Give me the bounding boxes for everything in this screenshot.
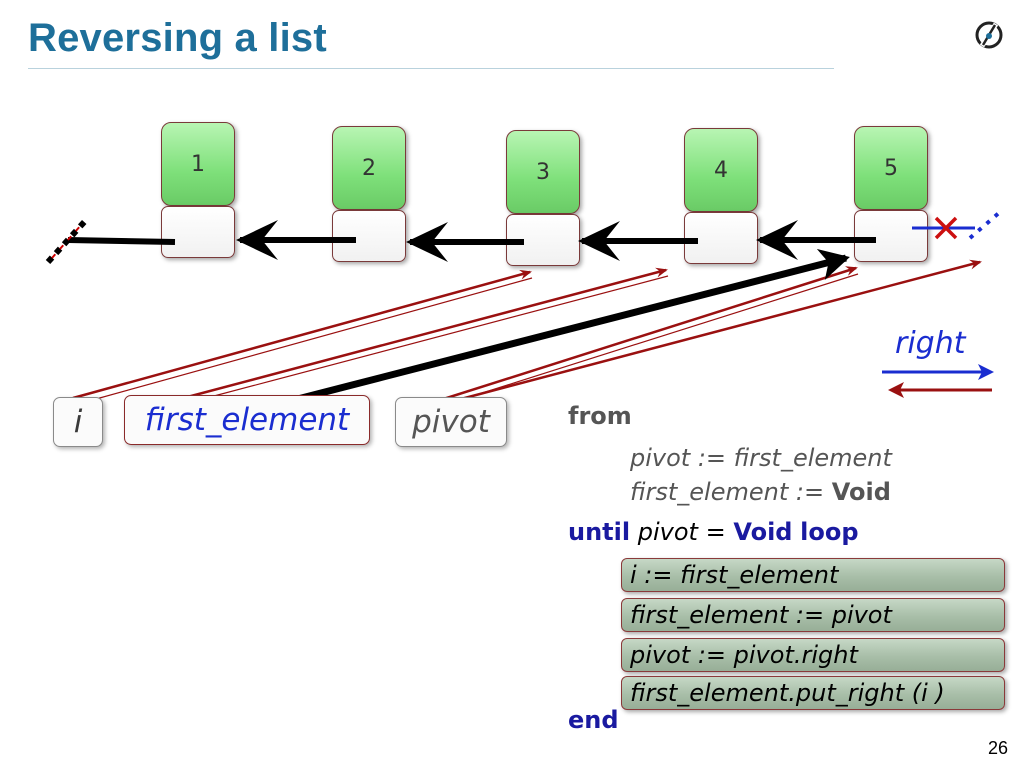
code-from-line-2: first_element := Void: [630, 478, 891, 506]
node-1-value: 1: [161, 122, 235, 206]
code-until-line: until pivot = Void loop: [568, 518, 859, 546]
code-until-expr: pivot =: [637, 518, 726, 546]
loop-statement-3: pivot := pivot.right: [621, 638, 1005, 672]
first-element-arrow: [285, 248, 850, 406]
loop-statement-4: first_element.put_right (i ): [621, 676, 1005, 710]
code-until-void: Void: [733, 518, 793, 546]
node-3-ref: [506, 214, 580, 266]
code-from-line-2-expr: first_element :=: [630, 478, 825, 506]
code-from-keyword: from: [568, 402, 632, 430]
code-loop-keyword: loop: [800, 518, 859, 546]
variable-reference-arrows: [72, 259, 982, 408]
variable-first-element: first_element: [124, 395, 370, 445]
title-divider: [28, 68, 834, 69]
legend-right-label: right: [895, 326, 966, 361]
loop-statement-1: i := first_element: [621, 558, 1005, 592]
void-terminator-left: [45, 217, 89, 265]
page-number: 26: [988, 738, 1009, 758]
code-from-line-1: pivot := first_element: [630, 444, 892, 472]
variable-pivot: pivot: [395, 397, 507, 447]
variable-i: i: [53, 397, 103, 447]
node-5-ref: [854, 210, 928, 262]
logo-icon: [975, 21, 1003, 49]
node-1-ref: [161, 206, 235, 258]
node-2-ref: [332, 210, 406, 262]
node-4-value: 4: [684, 128, 758, 212]
code-until-keyword: until: [568, 518, 631, 546]
node-5-value: 5: [854, 126, 928, 210]
code-from-line-2-void: Void: [831, 478, 891, 506]
reversed-links: [45, 217, 876, 265]
node-3-value: 3: [506, 130, 580, 214]
code-end-keyword: end: [568, 706, 619, 734]
node-2-value: 2: [332, 126, 406, 210]
removed-right-link: [912, 210, 1002, 240]
slide-title: Reversing a list: [28, 16, 327, 60]
loop-statement-2: first_element := pivot: [621, 598, 1005, 632]
legend-arrows: [882, 364, 994, 398]
